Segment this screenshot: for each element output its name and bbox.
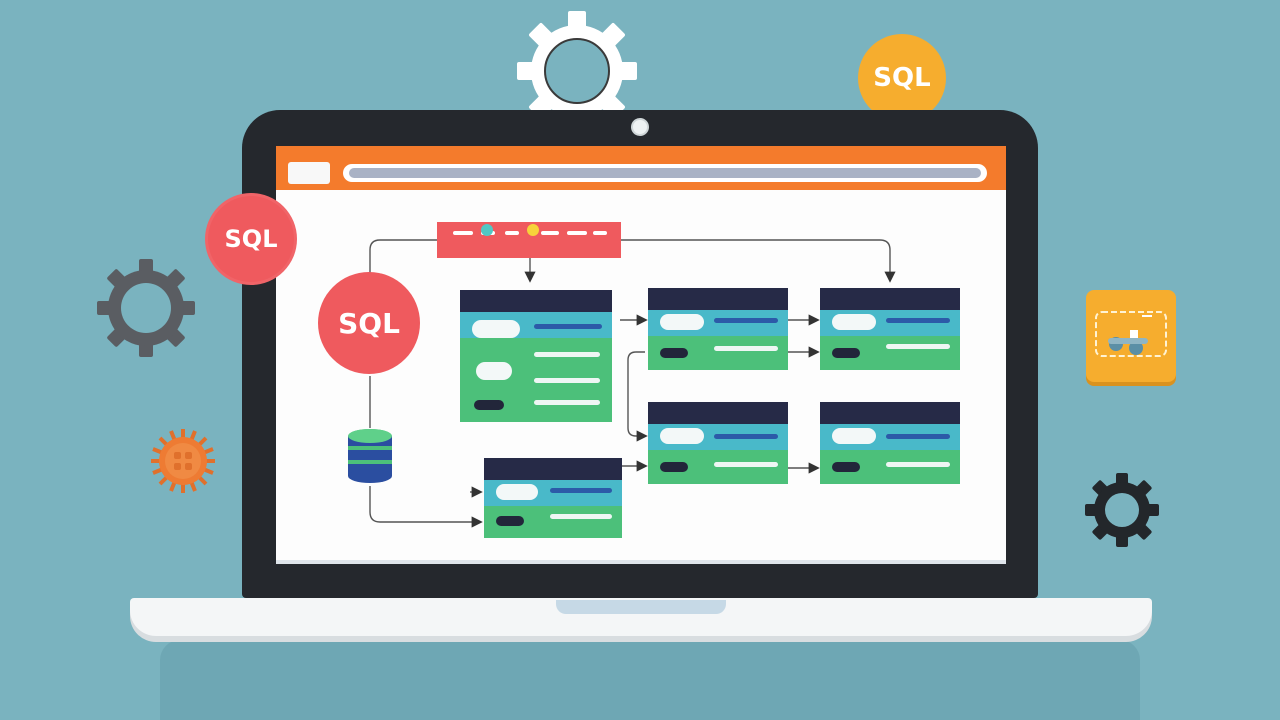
- bar-dash: [541, 231, 559, 235]
- field-pill: [832, 314, 876, 330]
- field-pill: [476, 362, 512, 380]
- virus-icon: [151, 429, 215, 493]
- field-line: [534, 400, 600, 405]
- database-icon: [348, 429, 392, 483]
- field-pill-dark: [832, 348, 860, 358]
- gear-icon: [97, 259, 195, 357]
- field-line: [550, 488, 612, 493]
- card-header: [460, 290, 612, 312]
- field-line: [886, 318, 950, 323]
- screen-bottom-edge: [276, 560, 1006, 564]
- field-pill-dark: [496, 516, 524, 526]
- bar-dash: [567, 231, 587, 235]
- flow-header-bar: [437, 222, 621, 258]
- field-line: [714, 462, 778, 467]
- field-pill-dark: [832, 462, 860, 472]
- sql-badge-left: SQL: [208, 196, 294, 282]
- workflow-app-tile[interactable]: [1086, 290, 1176, 382]
- card-header: [820, 402, 960, 424]
- field-line: [534, 324, 602, 329]
- field-line: [534, 352, 600, 357]
- workflow-icon: [1095, 311, 1167, 357]
- field-line: [886, 434, 950, 439]
- card-header: [648, 288, 788, 310]
- field-pill-dark: [660, 462, 688, 472]
- card-header: [648, 402, 788, 424]
- table-card[interactable]: [648, 288, 788, 370]
- field-pill: [472, 320, 520, 338]
- field-line: [534, 378, 600, 383]
- field-pill: [832, 428, 876, 444]
- table-card[interactable]: [484, 458, 622, 538]
- table-card[interactable]: [820, 402, 960, 484]
- field-line: [886, 462, 950, 467]
- field-line: [886, 344, 950, 349]
- field-line: [714, 434, 778, 439]
- sql-badge-top: SQL: [858, 34, 946, 122]
- laptop-notch: [556, 600, 726, 614]
- laptop-shadow: [160, 640, 1140, 720]
- bar-dash: [453, 231, 473, 235]
- status-dot: [481, 224, 493, 236]
- browser-tab-button[interactable]: [288, 162, 330, 184]
- field-pill: [660, 314, 704, 330]
- table-card[interactable]: [648, 402, 788, 484]
- browser-toolbar: [276, 146, 1006, 190]
- field-pill-dark: [474, 400, 504, 410]
- table-card[interactable]: [820, 288, 960, 370]
- field-pill: [660, 428, 704, 444]
- card-header: [484, 458, 622, 480]
- field-line: [714, 346, 778, 351]
- address-bar[interactable]: [340, 161, 990, 185]
- status-dot: [527, 224, 539, 236]
- card-header: [820, 288, 960, 310]
- gear-icon: [1085, 473, 1159, 547]
- sql-badge-screen: SQL: [318, 272, 420, 374]
- bar-dash: [505, 231, 519, 235]
- table-card[interactable]: [460, 290, 612, 422]
- field-pill: [496, 484, 538, 500]
- field-pill-dark: [660, 348, 688, 358]
- webcam: [631, 118, 649, 136]
- field-line: [714, 318, 778, 323]
- bar-dash: [593, 231, 607, 235]
- field-line: [550, 514, 612, 519]
